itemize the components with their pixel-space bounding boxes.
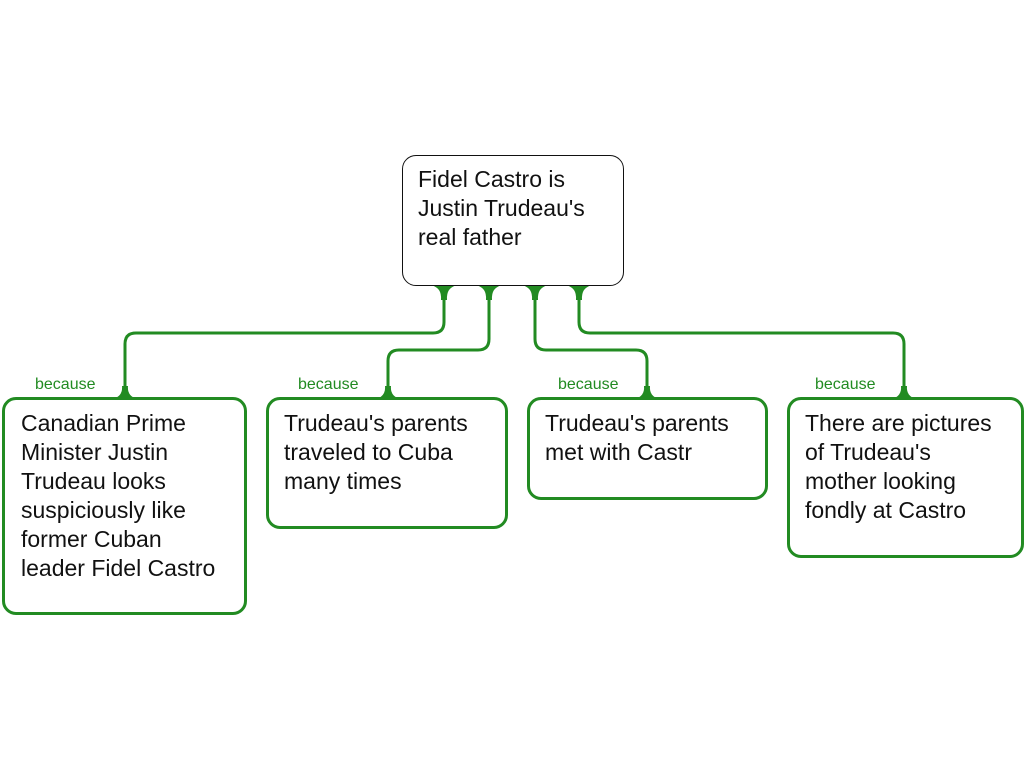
claim-text: Fidel Castro is Justin Trudeau's real fa… <box>418 166 585 250</box>
reason-node-3[interactable]: Trudeau's parents met with Castr <box>527 397 768 500</box>
link-flare-3 <box>521 285 549 300</box>
claim-node[interactable]: Fidel Castro is Justin Trudeau's real fa… <box>402 155 624 286</box>
link-flare-4 <box>565 285 593 300</box>
reason-node-4[interactable]: There are pictures of Trudeau's mother l… <box>787 397 1024 558</box>
connector-reason-1 <box>123 286 446 398</box>
because-label-3: because <box>558 376 619 393</box>
reason-text-3: Trudeau's parents met with Castr <box>545 410 729 465</box>
because-label-4: because <box>815 376 876 393</box>
reason-node-1[interactable]: Canadian Prime Minister Justin Trudeau l… <box>2 397 247 615</box>
because-label-2: because <box>298 376 359 393</box>
connector-reason-2 <box>386 286 491 398</box>
link-flare-1 <box>430 285 458 300</box>
reason-text-4: There are pictures of Trudeau's mother l… <box>805 410 992 523</box>
reason-text-2: Trudeau's parents traveled to Cuba many … <box>284 410 468 494</box>
link-flare-2 <box>475 285 503 300</box>
reason-text-1: Canadian Prime Minister Justin Trudeau l… <box>21 410 216 581</box>
reason-node-2[interactable]: Trudeau's parents traveled to Cuba many … <box>266 397 508 529</box>
because-label-1: because <box>35 376 96 393</box>
